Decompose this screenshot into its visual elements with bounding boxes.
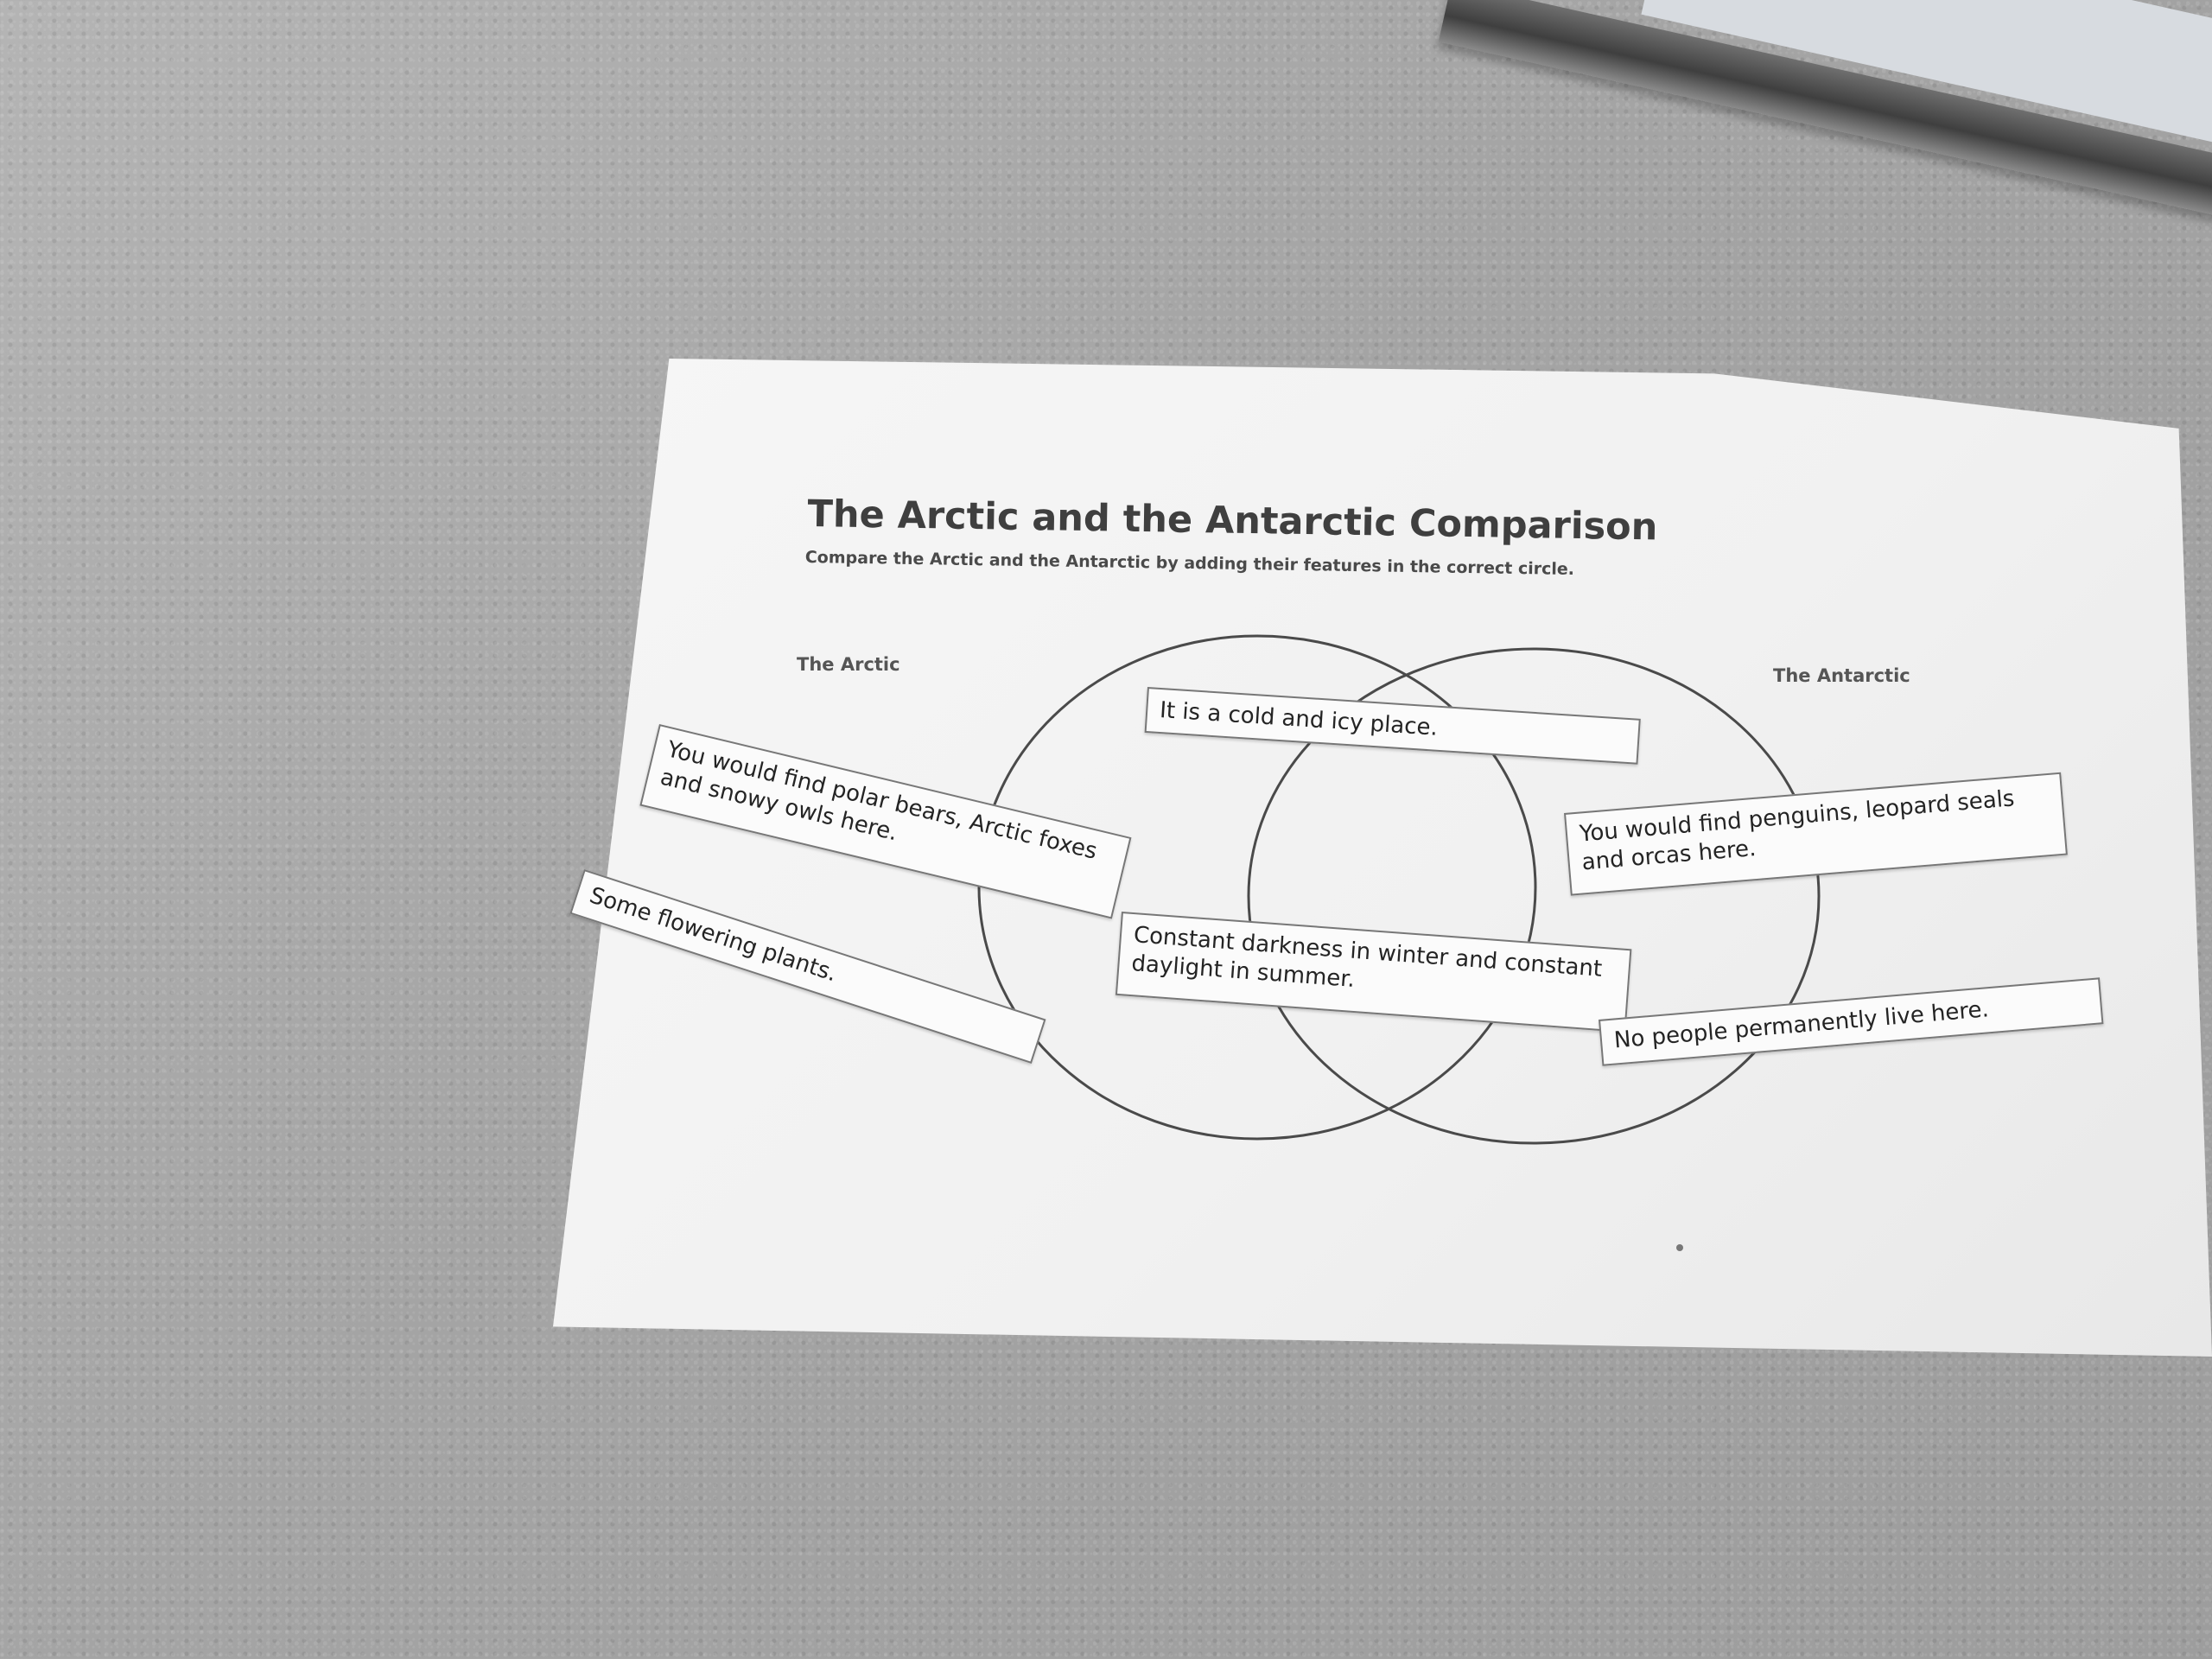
- paper-mark: [1676, 1244, 1683, 1251]
- arctic-circle: [977, 634, 1537, 1141]
- antarctic-circle: [1247, 647, 1821, 1145]
- antarctic-circle-label: The Antarctic: [1773, 665, 1910, 686]
- venn-diagram: [977, 634, 1821, 1145]
- arctic-circle-label: The Arctic: [797, 654, 900, 675]
